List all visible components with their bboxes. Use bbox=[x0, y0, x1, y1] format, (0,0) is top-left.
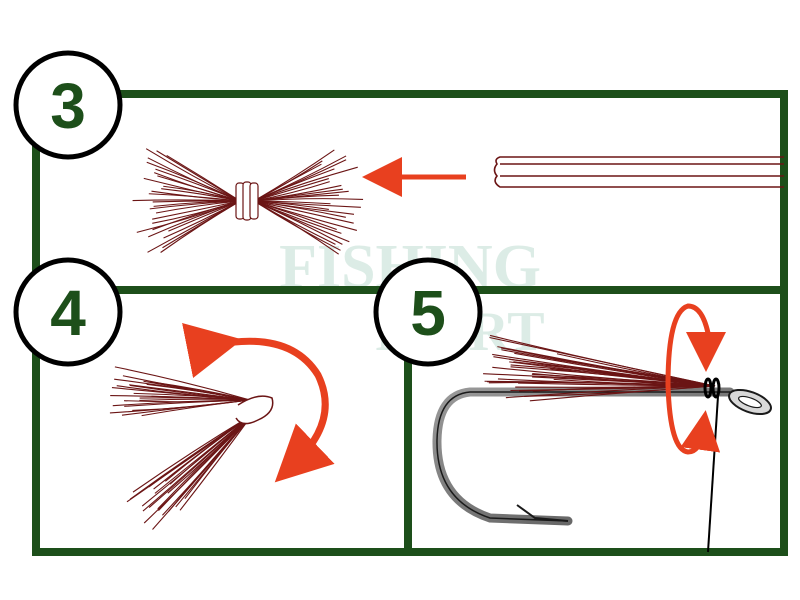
fiber-bundle-folded bbox=[109, 366, 253, 530]
step-3-number: 3 bbox=[50, 70, 86, 142]
hook-icon bbox=[432, 387, 772, 526]
tube-icon bbox=[493, 156, 784, 188]
curved-fold-arrow bbox=[182, 323, 335, 483]
thread-wraps bbox=[235, 181, 259, 221]
tying-thread bbox=[707, 395, 719, 553]
step-4-number: 4 bbox=[50, 277, 86, 349]
thread-wrap-on-hook bbox=[703, 377, 721, 399]
step-3-badge: 3 bbox=[13, 50, 123, 160]
step-5-number: 5 bbox=[410, 277, 446, 349]
fiber-bundle-tied bbox=[132, 148, 364, 255]
step-5-badge: 5 bbox=[373, 257, 483, 367]
step-4-badge: 4 bbox=[13, 257, 123, 367]
fiber-bundle-on-hook bbox=[483, 334, 716, 402]
rotation-arrow bbox=[665, 303, 721, 455]
